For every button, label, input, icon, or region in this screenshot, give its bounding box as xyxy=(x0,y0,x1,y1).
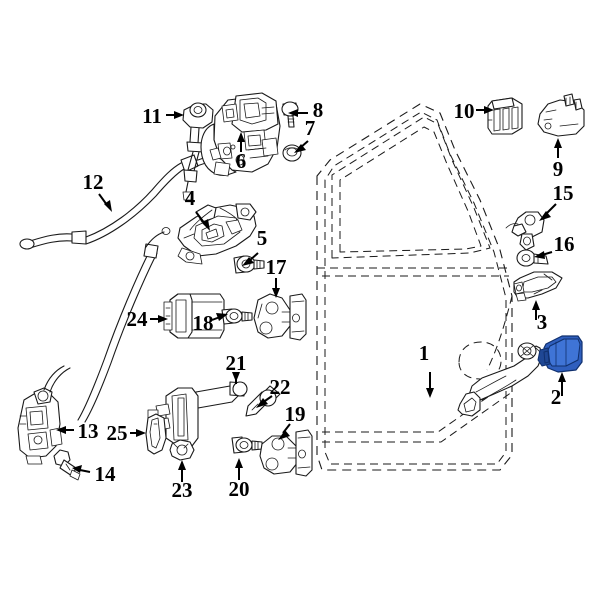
part-6-door-latch-lock-actuator xyxy=(200,92,281,177)
part-13-lower-latch-actuator xyxy=(17,365,71,465)
part-12-cable-lower-run xyxy=(77,227,171,423)
callout-numbers: 1 2 3 4 5 6 7 8 9 10 11 12 13 14 15 16 1… xyxy=(78,98,575,502)
callout-number-12: 12 xyxy=(83,170,104,194)
part-10-door-wiring-harness-grommet xyxy=(487,97,523,135)
callout-number-10: 10 xyxy=(454,99,475,123)
callout-number-6: 6 xyxy=(236,149,247,173)
callout-number-21: 21 xyxy=(226,351,247,375)
callout-number-9: 9 xyxy=(553,157,564,181)
part-11-lock-cylinder-rod-link xyxy=(182,102,214,201)
callout-number-23: 23 xyxy=(172,478,193,502)
callout-number-20: 20 xyxy=(229,477,250,501)
part-24-door-check-strap-assembly xyxy=(163,293,225,339)
callout-number-17: 17 xyxy=(266,255,287,279)
part-2-handle-end-cap-highlighted xyxy=(537,335,583,373)
part-14-latch-striker-pin xyxy=(53,449,81,481)
callout-number-7: 7 xyxy=(305,116,316,140)
part-7-latch-grommet-plug xyxy=(282,144,302,162)
callout-number-14: 14 xyxy=(95,462,117,486)
callout-number-11: 11 xyxy=(142,104,162,128)
door-panel-phantom-outline xyxy=(316,103,513,471)
callout-number-19: 19 xyxy=(285,402,306,426)
callout-leader-lines xyxy=(56,106,566,482)
part-15-door-check-stop-bracket xyxy=(505,211,545,251)
callout-number-24: 24 xyxy=(127,307,149,331)
callout-number-2: 2 xyxy=(551,385,562,409)
part-3-handle-bracket-carrier xyxy=(513,271,563,302)
part-22-door-check-bolt-long xyxy=(245,385,281,417)
callout-number-15: 15 xyxy=(553,181,574,205)
callout-number-5: 5 xyxy=(257,226,268,250)
part-20-hinge-mounting-bolt-lower xyxy=(231,436,263,454)
callout-number-16: 16 xyxy=(554,232,575,256)
part-18-hinge-mounting-bolt-upper xyxy=(221,308,253,325)
part-1-outside-door-handle xyxy=(457,342,543,417)
callout-number-25: 25 xyxy=(107,421,128,445)
part-19-lower-door-hinge xyxy=(259,429,313,477)
callout-number-13: 13 xyxy=(78,419,99,443)
callout-number-8: 8 xyxy=(313,98,324,122)
callout-number-4: 4 xyxy=(185,186,196,210)
callout-number-3: 3 xyxy=(537,310,548,334)
part-9-door-wiring-connector-cover xyxy=(537,93,585,137)
part-4-handle-base-support-bracket xyxy=(177,203,257,265)
callout-number-18: 18 xyxy=(193,311,214,335)
part-17-upper-door-hinge xyxy=(253,293,307,341)
callout-number-1: 1 xyxy=(419,341,430,365)
part-25-door-check-strap-cover xyxy=(145,413,167,455)
callout-number-22: 22 xyxy=(270,375,291,399)
part-23-door-check-nut xyxy=(169,439,195,461)
